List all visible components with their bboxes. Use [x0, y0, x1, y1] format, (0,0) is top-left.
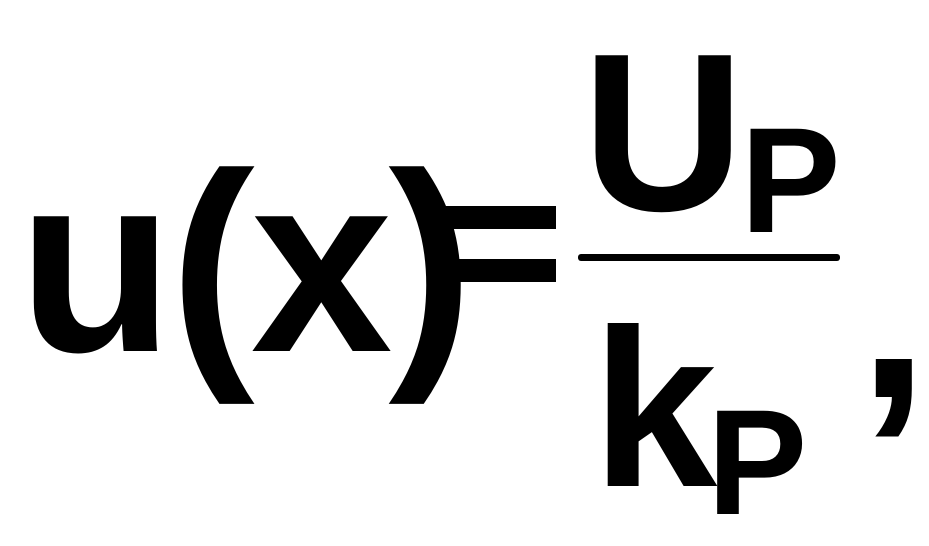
- equals-sign: [432, 206, 556, 282]
- denominator-subscript: P: [707, 378, 808, 546]
- denominator-symbol: k: [592, 282, 718, 534]
- numerator-subscript: P: [740, 96, 841, 264]
- formula-lhs: u(x): [18, 121, 473, 406]
- fraction-numerator: UP: [582, 20, 841, 256]
- numerator-symbol: U: [582, 6, 745, 258]
- fraction-denominator: kP: [592, 296, 807, 538]
- trailing-comma: ,: [858, 167, 929, 452]
- equals-bar-bottom: [432, 259, 556, 282]
- equals-bar-top: [432, 206, 556, 229]
- fraction-bar: [578, 254, 840, 261]
